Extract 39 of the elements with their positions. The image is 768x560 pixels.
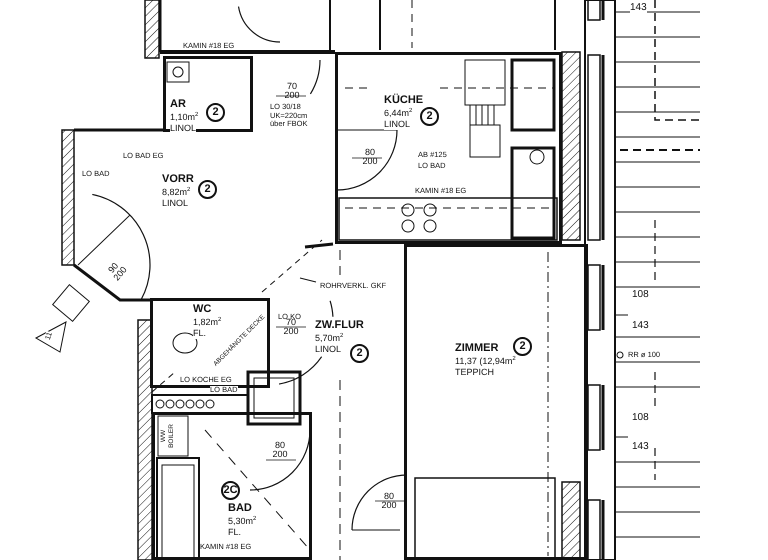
- room-name: BAD: [228, 503, 252, 514]
- room-outline: [163, 56, 253, 132]
- floor-material: TEPPICH: [455, 367, 494, 378]
- dimension-label: 108: [632, 289, 649, 300]
- room-number-marker: 2: [350, 344, 369, 363]
- floor-material: LINOL: [315, 344, 342, 355]
- room-name: ZIMMER: [455, 343, 498, 354]
- room-area: 11,37 (12,94m$^{2}$: [455, 356, 516, 367]
- room-name: AR: [170, 99, 186, 110]
- room-area: 1,82m$^{2}$: [193, 317, 222, 328]
- room-area: 1,10m$^{2}$: [170, 112, 198, 123]
- dimension-label: 143: [632, 320, 649, 331]
- room-name: KÜCHE: [384, 95, 424, 106]
- dimension-label: 143: [632, 441, 649, 452]
- room-name: ZW.FLUR: [315, 320, 364, 331]
- dimension-label: 143: [630, 2, 647, 13]
- room-area: 5,70m$^{2}$: [315, 333, 344, 344]
- door-dimension: 90 200: [105, 260, 130, 284]
- room-area: 6,44m$^{2}$: [384, 108, 412, 119]
- room-outline: [404, 244, 588, 560]
- floor-material: LINOL: [162, 198, 188, 209]
- room-area: 8,82m$^{2}$: [162, 187, 190, 198]
- floor-material: FL.: [193, 328, 206, 339]
- floor-material: LINOL: [170, 123, 196, 134]
- room-name: WC: [193, 304, 212, 315]
- room-number-marker: 2: [513, 337, 532, 356]
- door-dimension: 80 200: [361, 148, 379, 166]
- room-number-marker: 2: [198, 180, 217, 199]
- dimension-label: 108: [632, 412, 649, 423]
- floor-material: LINOL: [384, 119, 410, 130]
- door-dimension: 70 200: [283, 318, 299, 336]
- room-area: 5,30m$^{2}$: [228, 516, 256, 527]
- door-dimension: 80 200: [380, 492, 398, 510]
- room-number-marker: 2: [206, 103, 225, 122]
- room-number-marker: 2C: [221, 481, 240, 500]
- room-number-marker: 2: [420, 107, 439, 126]
- room-name: VORR: [162, 174, 194, 185]
- floor-material: FL.: [228, 527, 242, 538]
- door-dimension: 80 200: [271, 441, 289, 459]
